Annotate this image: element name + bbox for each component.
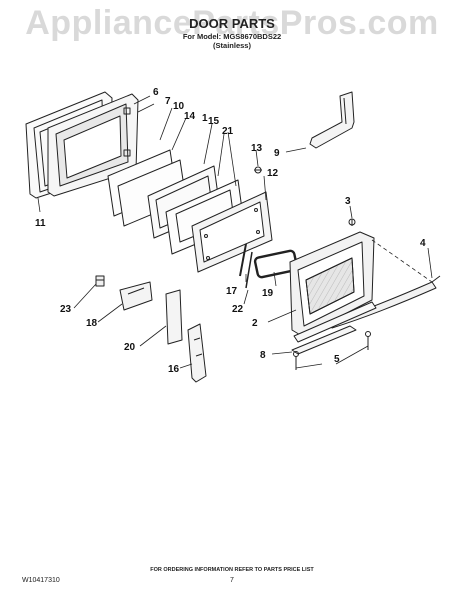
callout-17: 17 bbox=[226, 286, 238, 297]
callout-14: 14 bbox=[184, 111, 196, 122]
callout-2: 2 bbox=[252, 318, 258, 329]
part-20-insulation bbox=[165, 289, 183, 345]
part-22-trim-strip bbox=[245, 251, 253, 289]
callout-18: 18 bbox=[86, 318, 98, 329]
document-number: W10417310 bbox=[22, 577, 60, 584]
part-12-door-frame bbox=[191, 191, 273, 273]
part-13-screw bbox=[254, 166, 262, 174]
callout-6: 6 bbox=[153, 87, 159, 98]
callout-13: 13 bbox=[251, 143, 263, 154]
callout-3: 3 bbox=[345, 196, 351, 207]
part-23-clip bbox=[95, 275, 105, 287]
callout-7: 7 bbox=[165, 96, 171, 107]
callout-5: 5 bbox=[334, 354, 340, 365]
callout-23: 23 bbox=[60, 304, 72, 315]
callout-1: 1 bbox=[202, 113, 208, 124]
leader-lines bbox=[37, 95, 433, 369]
part-3-screw bbox=[348, 218, 356, 226]
callout-12: 12 bbox=[267, 168, 279, 179]
part-17-trim-strip bbox=[239, 243, 247, 277]
part-9-handle bbox=[309, 91, 355, 149]
callout-4: 4 bbox=[420, 238, 426, 249]
ordering-note: FOR ORDERING INFORMATION REFER TO PARTS … bbox=[150, 567, 314, 573]
finish-line: (Stainless) bbox=[213, 41, 251, 50]
callout-8: 8 bbox=[260, 350, 266, 361]
watermark-text: AppliancePartsPros.com bbox=[25, 4, 439, 42]
model-line: For Model: MGS8670BDS22 bbox=[182, 32, 282, 41]
part-2-outer-door-panel bbox=[289, 231, 375, 337]
callout-21: 21 bbox=[222, 126, 234, 137]
page-title: DOOR PARTS bbox=[189, 16, 275, 31]
part-8-bottom-strip bbox=[291, 325, 357, 355]
callout-19: 19 bbox=[262, 288, 274, 299]
part-16-hinge bbox=[187, 323, 207, 383]
callout-22: 22 bbox=[232, 304, 244, 315]
callout-20: 20 bbox=[124, 342, 136, 353]
callout-15: 15 bbox=[208, 116, 220, 127]
door-bottom-trim bbox=[293, 301, 377, 343]
part-18-bracket bbox=[119, 281, 153, 311]
callout-11: 11 bbox=[35, 218, 46, 229]
page-number: 7 bbox=[230, 577, 234, 584]
part-6-door-frame bbox=[47, 93, 139, 197]
callout-9: 9 bbox=[274, 148, 280, 159]
callout-10: 10 bbox=[173, 101, 185, 112]
callout-16: 16 bbox=[168, 364, 180, 375]
